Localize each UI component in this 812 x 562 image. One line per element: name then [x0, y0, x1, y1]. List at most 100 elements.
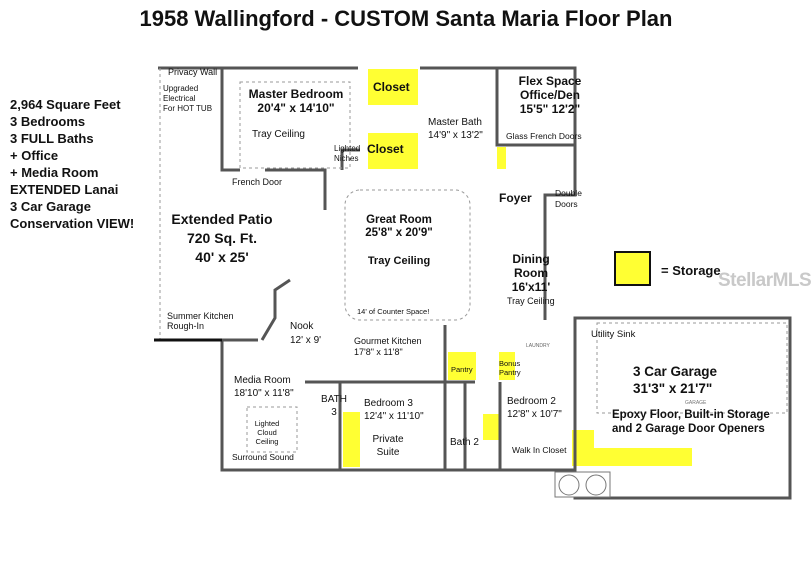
line: Upgraded — [163, 84, 199, 93]
property-facts: 2,964 Square Feet 3 Bedrooms 3 FULL Bath… — [10, 96, 134, 232]
pantry-label: Pantry — [451, 365, 473, 374]
room-size: 40' x 25' — [195, 249, 249, 265]
walls — [158, 66, 792, 500]
line: Niches — [334, 154, 359, 163]
private-suite-label: Private Suite — [372, 433, 403, 459]
line: and 2 Garage Door Openers — [612, 423, 765, 435]
bath3-storage — [343, 412, 360, 467]
legend-label: = Storage — [661, 263, 721, 278]
closet-storage — [368, 133, 418, 169]
fact: + Media Room — [10, 165, 99, 180]
room-size: 12'4" x 11'10" — [364, 411, 424, 422]
line: Rough-In — [167, 321, 205, 331]
fact: + Office — [10, 148, 59, 163]
bonus-pantry-storage — [499, 352, 515, 380]
room-size: 17'8" x 11'8" — [354, 347, 403, 357]
line: Cloud — [257, 428, 277, 437]
line: Doors — [555, 199, 578, 209]
storage-areas — [343, 69, 692, 467]
line: Private — [372, 434, 404, 445]
room-size: 12' x 9' — [290, 335, 322, 346]
room-name: Flex Space — [518, 74, 582, 88]
line: Electrical — [163, 94, 196, 103]
master-tray-ceiling: Tray Ceiling — [252, 129, 305, 140]
room-name: Bedroom 3 — [364, 398, 413, 409]
line: 3 — [331, 407, 337, 418]
nook-label: Nook 12' x 9' — [290, 320, 321, 348]
walkin-storage — [572, 430, 594, 466]
legend-swatch — [614, 251, 651, 286]
foyer-storage — [497, 147, 506, 169]
electrical-label: Upgraded Electrical For HOT TUB — [163, 84, 212, 114]
room-size: 18'10" x 11'8" — [234, 388, 294, 399]
dining-room-label: Dining Room 16'x11' — [512, 252, 550, 294]
double-doors-label: Double Doors — [555, 188, 582, 210]
room-size: 12'8" x 10'7" — [507, 409, 562, 420]
fact: 3 Car Garage — [10, 199, 91, 214]
french-door-label: French Door — [232, 177, 283, 187]
line: Lighted — [254, 419, 280, 428]
line: Summer Kitchen — [167, 311, 234, 321]
fact: 3 FULL Baths — [10, 131, 94, 146]
line: Lighted — [334, 144, 361, 153]
fact: Conservation VIEW! — [10, 216, 135, 231]
room-name: Gourmet Kitchen — [354, 336, 422, 346]
line: Double — [555, 188, 582, 198]
watermark: StellarMLS — [718, 270, 812, 291]
walk-in-closet-label: Walk In Closet — [512, 445, 567, 455]
dashed-outlines — [159, 68, 788, 453]
room-area: 720 Sq. Ft. — [186, 230, 258, 246]
closet-storage — [368, 69, 418, 105]
room-size: 31'3" x 21'7" — [633, 381, 713, 396]
line: Pantry — [499, 368, 521, 377]
line: Suite — [376, 447, 400, 458]
line: For HOT TUB — [163, 104, 213, 113]
patio-label: Extended Patio 720 Sq. Ft. 40' x 25' — [171, 210, 272, 267]
flex-space-label: Flex Space Office/Den 15'5" 12'2" — [519, 74, 582, 116]
room-name: Master Bath — [428, 117, 482, 128]
garage-features: Epoxy Floor, Built-in Storage and 2 Gara… — [612, 408, 770, 436]
room-size: 25'8" x 20'9" — [365, 227, 433, 239]
laundry-label: LAUNDRY — [526, 343, 550, 349]
bedroom3-label: Bedroom 3 12'4" x 11'10" — [364, 397, 424, 423]
summer-kitchen-label: Summer Kitchen Rough-In — [167, 311, 234, 331]
bonus-pantry-label: Bonus Pantry — [499, 359, 521, 377]
ac-units — [554, 471, 611, 498]
counter-label: 14' of Counter Space! — [357, 307, 430, 316]
page-title: 1958 Wallingford - CUSTOM Santa Maria Fl… — [139, 6, 673, 31]
media-room-label: Media Room 18'10" x 11'8" — [234, 374, 294, 400]
pantry-storage — [448, 352, 476, 380]
great-room-tray-ceiling: Tray Ceiling — [367, 255, 431, 267]
line: Bonus — [499, 359, 521, 368]
room-size: 15'5" 12'2" — [519, 102, 581, 116]
garage-tag: GARAGE — [685, 400, 707, 406]
bath2-storage — [483, 414, 500, 440]
surround-sound-label: Surround Sound — [232, 452, 294, 462]
room-name: 3 Car Garage — [633, 364, 718, 379]
bath2-label: Bath 2 — [450, 437, 479, 448]
fact: 2,964 Square Feet — [10, 97, 121, 112]
room-subtitle: Office/Den — [519, 88, 581, 102]
lighted-niches-label: Lighted Niches — [334, 144, 360, 164]
line: Epoxy Floor, Built-in Storage — [612, 409, 770, 421]
utility-sink-label: Utility Sink — [591, 329, 636, 340]
room-size: 20'4" x 14'10" — [257, 100, 335, 115]
room-name: Room — [513, 266, 548, 280]
room-size: 16'x11' — [511, 280, 551, 294]
fact: EXTENDED Lanai — [10, 182, 119, 197]
line: Ceiling — [255, 437, 279, 446]
foyer-label: Foyer — [499, 191, 532, 205]
glass-doors-label: Glass French Doors — [506, 131, 582, 141]
bedroom2-label: Bedroom 2 12'8" x 10'7" — [507, 395, 562, 421]
room-name: Extended Patio — [171, 211, 273, 227]
line: BATH — [321, 394, 347, 405]
fact: 3 Bedrooms — [10, 114, 86, 129]
great-room-label: Great Room 25'8" x 20'9" — [365, 214, 433, 240]
room-name: Nook — [290, 321, 314, 332]
room-name: Dining — [512, 252, 550, 266]
room-name: Great Room — [366, 214, 432, 226]
room-name: Media Room — [234, 375, 291, 386]
privacy-wall-label: Privacy Wall — [168, 67, 218, 77]
bath3-label: BATH 3 — [321, 393, 347, 419]
